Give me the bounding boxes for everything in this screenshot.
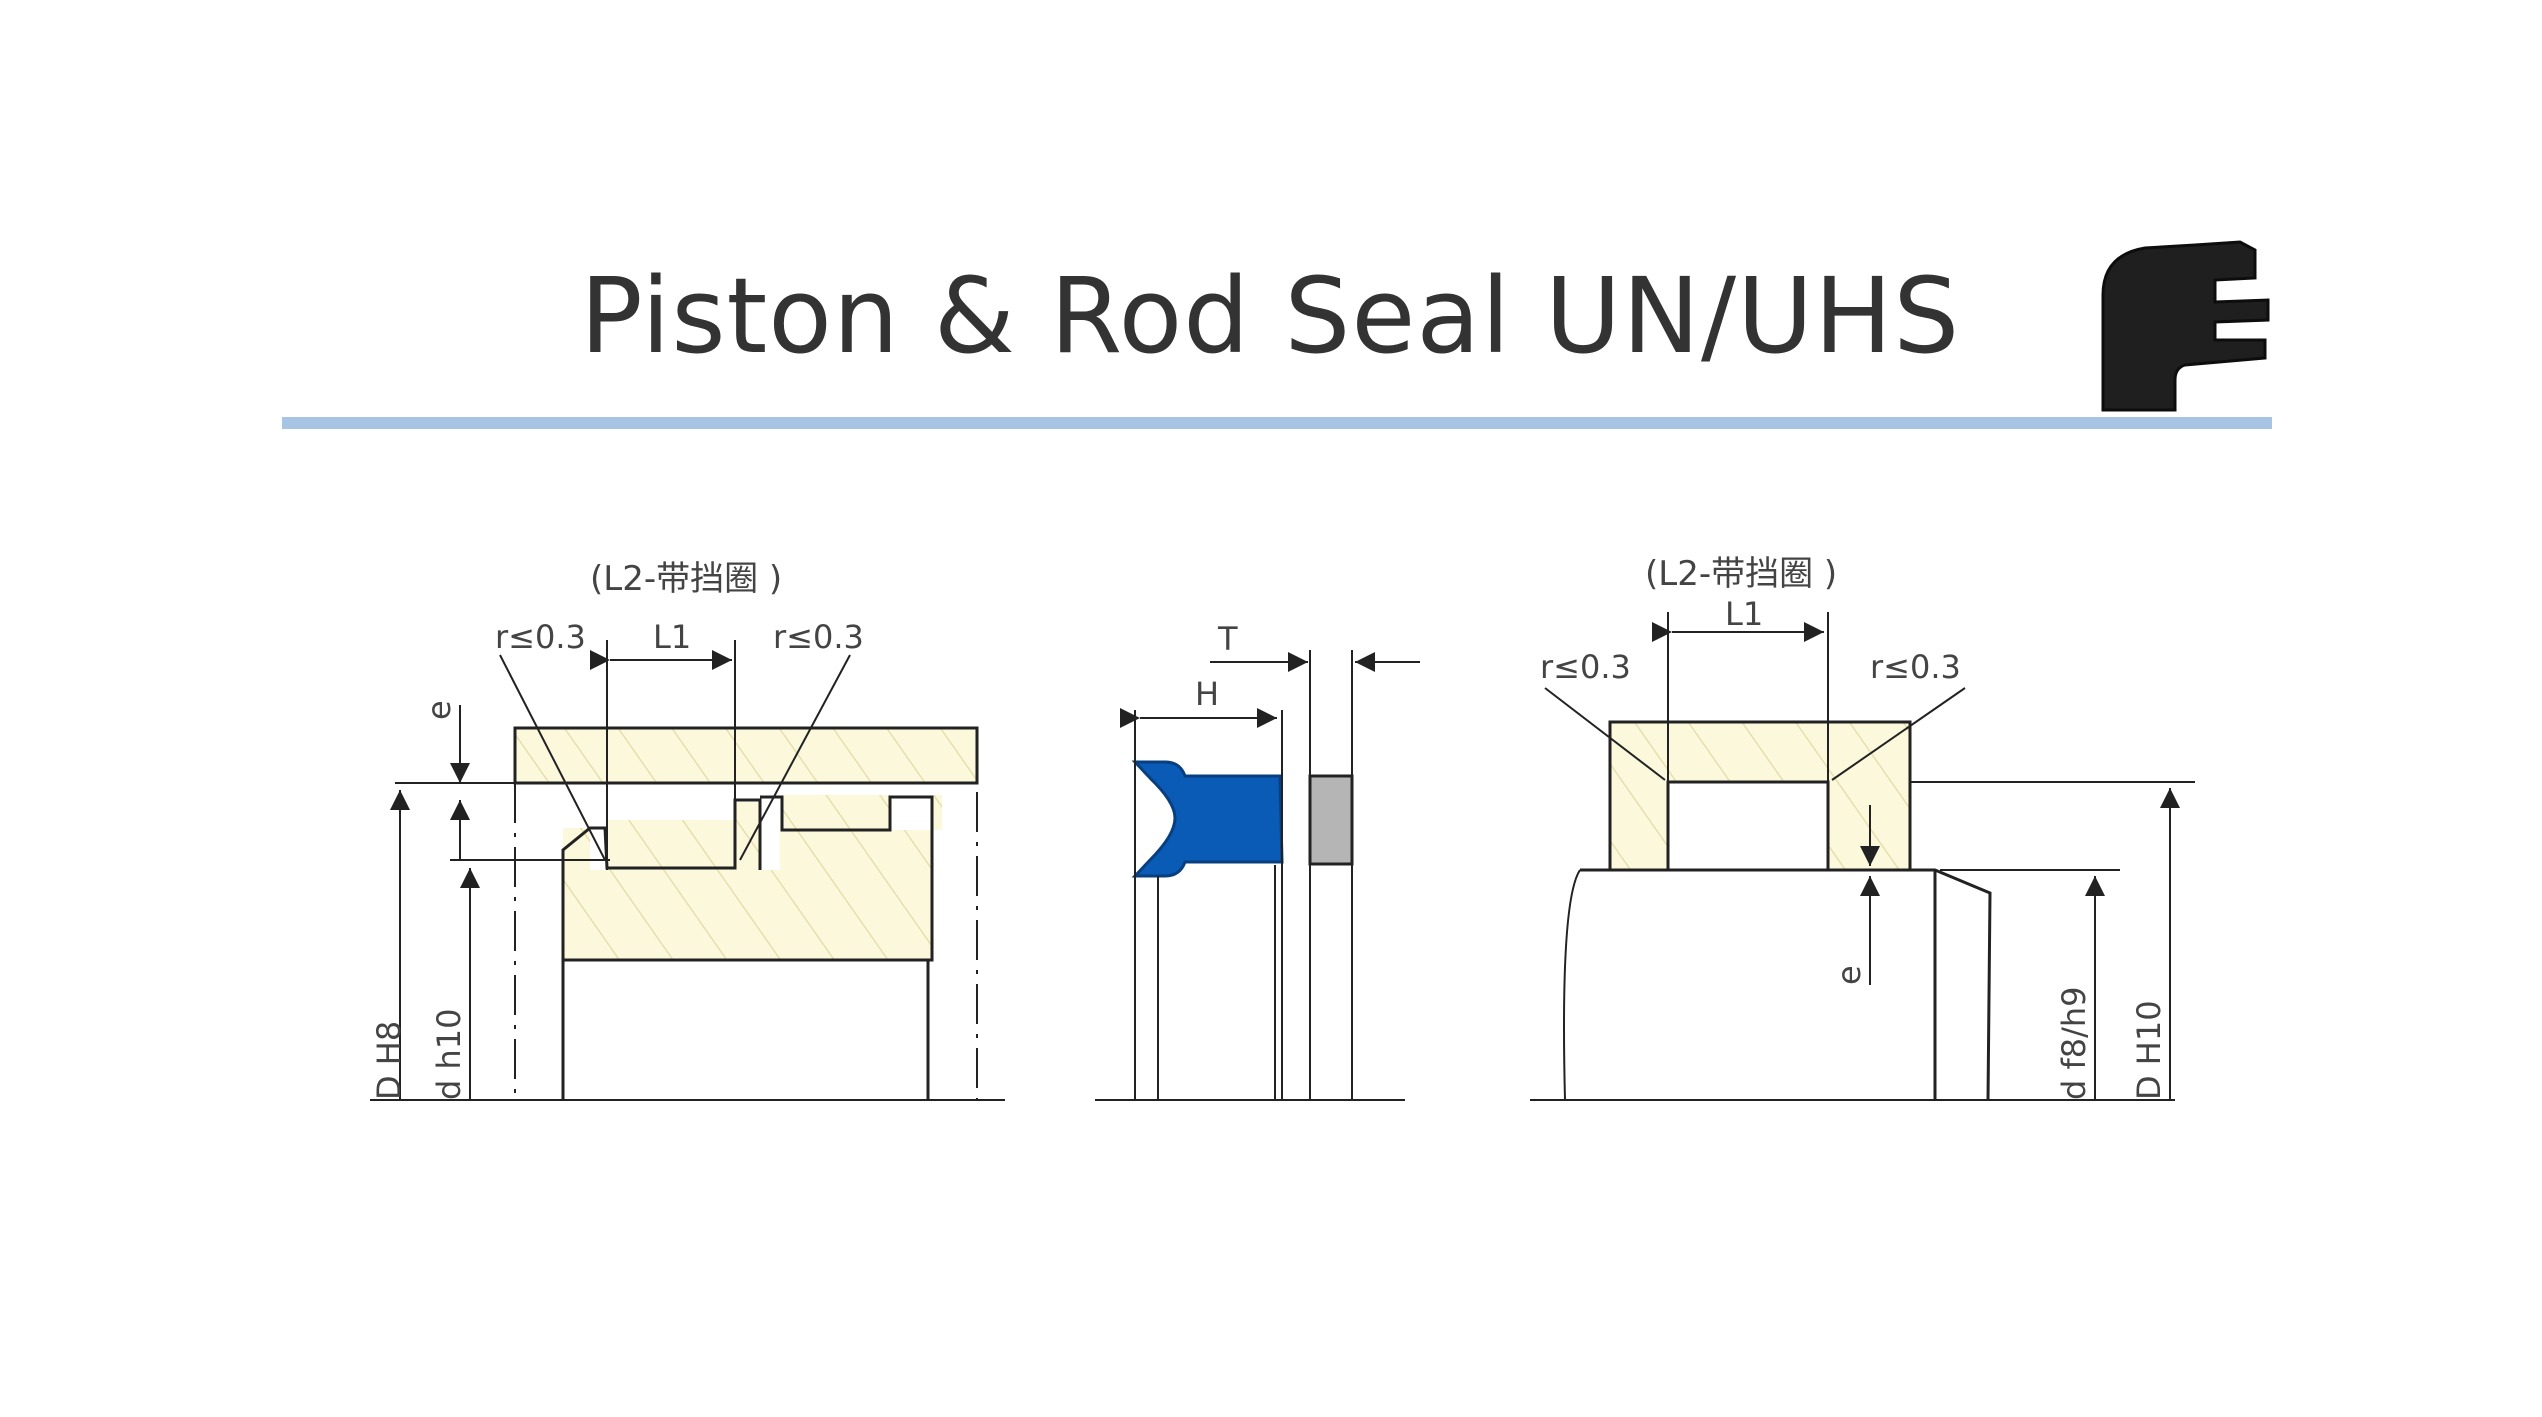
page-title: Piston & Rod Seal UN/UHS	[580, 255, 1961, 377]
piston-r-right: r≤0.3	[773, 618, 864, 656]
piston-note: (L2-带挡圈 )	[590, 559, 782, 599]
rod-r-right: r≤0.3	[1870, 648, 1961, 686]
rod-d: d f8/h9	[2055, 986, 2093, 1100]
piston-d: d h10	[430, 1009, 468, 1100]
rod-note: (L2-带挡圈 )	[1645, 554, 1837, 594]
rod-installation-view	[1530, 612, 2195, 1101]
rod-L1: L1	[1725, 595, 1763, 633]
piston-e: e	[420, 700, 458, 720]
piston-D: D H8	[370, 1021, 408, 1100]
seal-profile-icon	[2101, 240, 2270, 412]
seal-cross-section	[1095, 650, 1420, 1101]
rod-e: e	[1830, 965, 1868, 985]
piston-installation-view	[370, 640, 1005, 1101]
piston-L1: L1	[653, 618, 691, 656]
section-H: H	[1195, 675, 1219, 713]
piston-r-left: r≤0.3	[495, 618, 586, 656]
title-divider	[282, 417, 2272, 429]
rod-r-left: r≤0.3	[1540, 648, 1631, 686]
rod-D: D H10	[2130, 1000, 2168, 1100]
section-T: T	[1217, 620, 1238, 658]
